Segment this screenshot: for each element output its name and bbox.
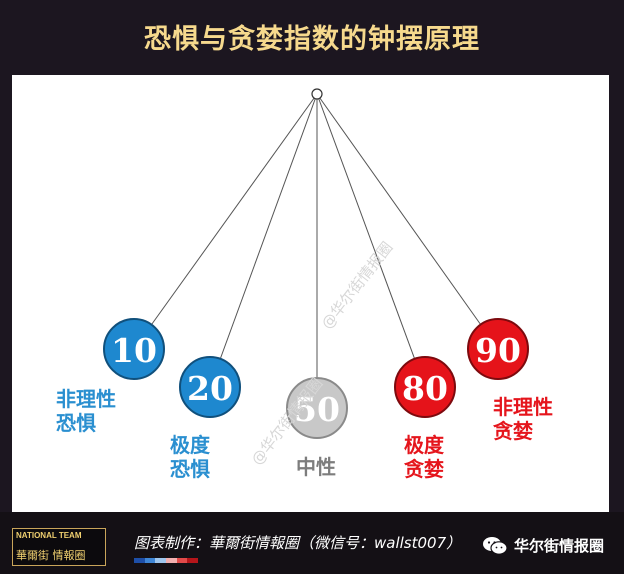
label-80: 极度 贪婪 [404,433,444,481]
bob-value-20: 20 [187,369,233,408]
label-10: 非理性 恐惧 [56,387,116,435]
string-10 [133,93,318,350]
color-stripe [134,558,199,563]
label-90: 非理性 贪婪 [493,395,553,443]
label-80-line2: 贪婪 [404,457,444,481]
label-90-line2: 贪婪 [493,419,533,443]
pendulum-bob-10: 10 [103,318,165,380]
page-title: 恐惧与贪婪指数的钟摆原理 [144,23,480,55]
label-20-line2: 恐惧 [170,457,210,481]
logo-bottom-text: 華爾街 情報圈 [16,549,86,562]
label-20-line1: 极度 [170,433,210,457]
string-90 [316,93,499,350]
brand-name: 华尔街情报圈 [514,537,605,555]
string-20 [209,93,318,388]
pendulum-bob-20: 20 [179,356,241,418]
national-team-logo: NATIONAL TEAM 華爾街 情報圈 [12,528,106,566]
pendulum-bob-50: 50 [286,377,348,439]
label-50: 中性 [296,455,336,479]
label-10-line2: 恐惧 [56,411,96,435]
pendulum-diagram: 10 20 50 80 90 [103,88,529,439]
label-90-line1: 非理性 [493,395,553,419]
wechat-brand[interactable]: 华尔街情报圈 [482,535,604,556]
wechat-icon [483,536,508,555]
pendulum-bob-80: 80 [394,356,456,418]
label-50-line1: 中性 [296,455,336,479]
bob-value-80: 80 [402,369,448,408]
credit-text: 图表制作：華爾街情報圈（微信号：wallst007） [134,534,462,552]
bob-value-50: 50 [294,390,340,429]
label-10-line1: 非理性 [56,387,116,411]
label-20: 极度 恐惧 [170,433,210,481]
diagram-panel [12,75,609,512]
pivot-point [311,88,323,100]
bob-value-10: 10 [111,331,157,370]
bob-value-90: 90 [475,331,521,370]
logo-top-text: NATIONAL TEAM [16,531,82,540]
string-80 [316,93,426,388]
label-80-line1: 极度 [404,433,444,457]
pendulum-bob-90: 90 [467,318,529,380]
